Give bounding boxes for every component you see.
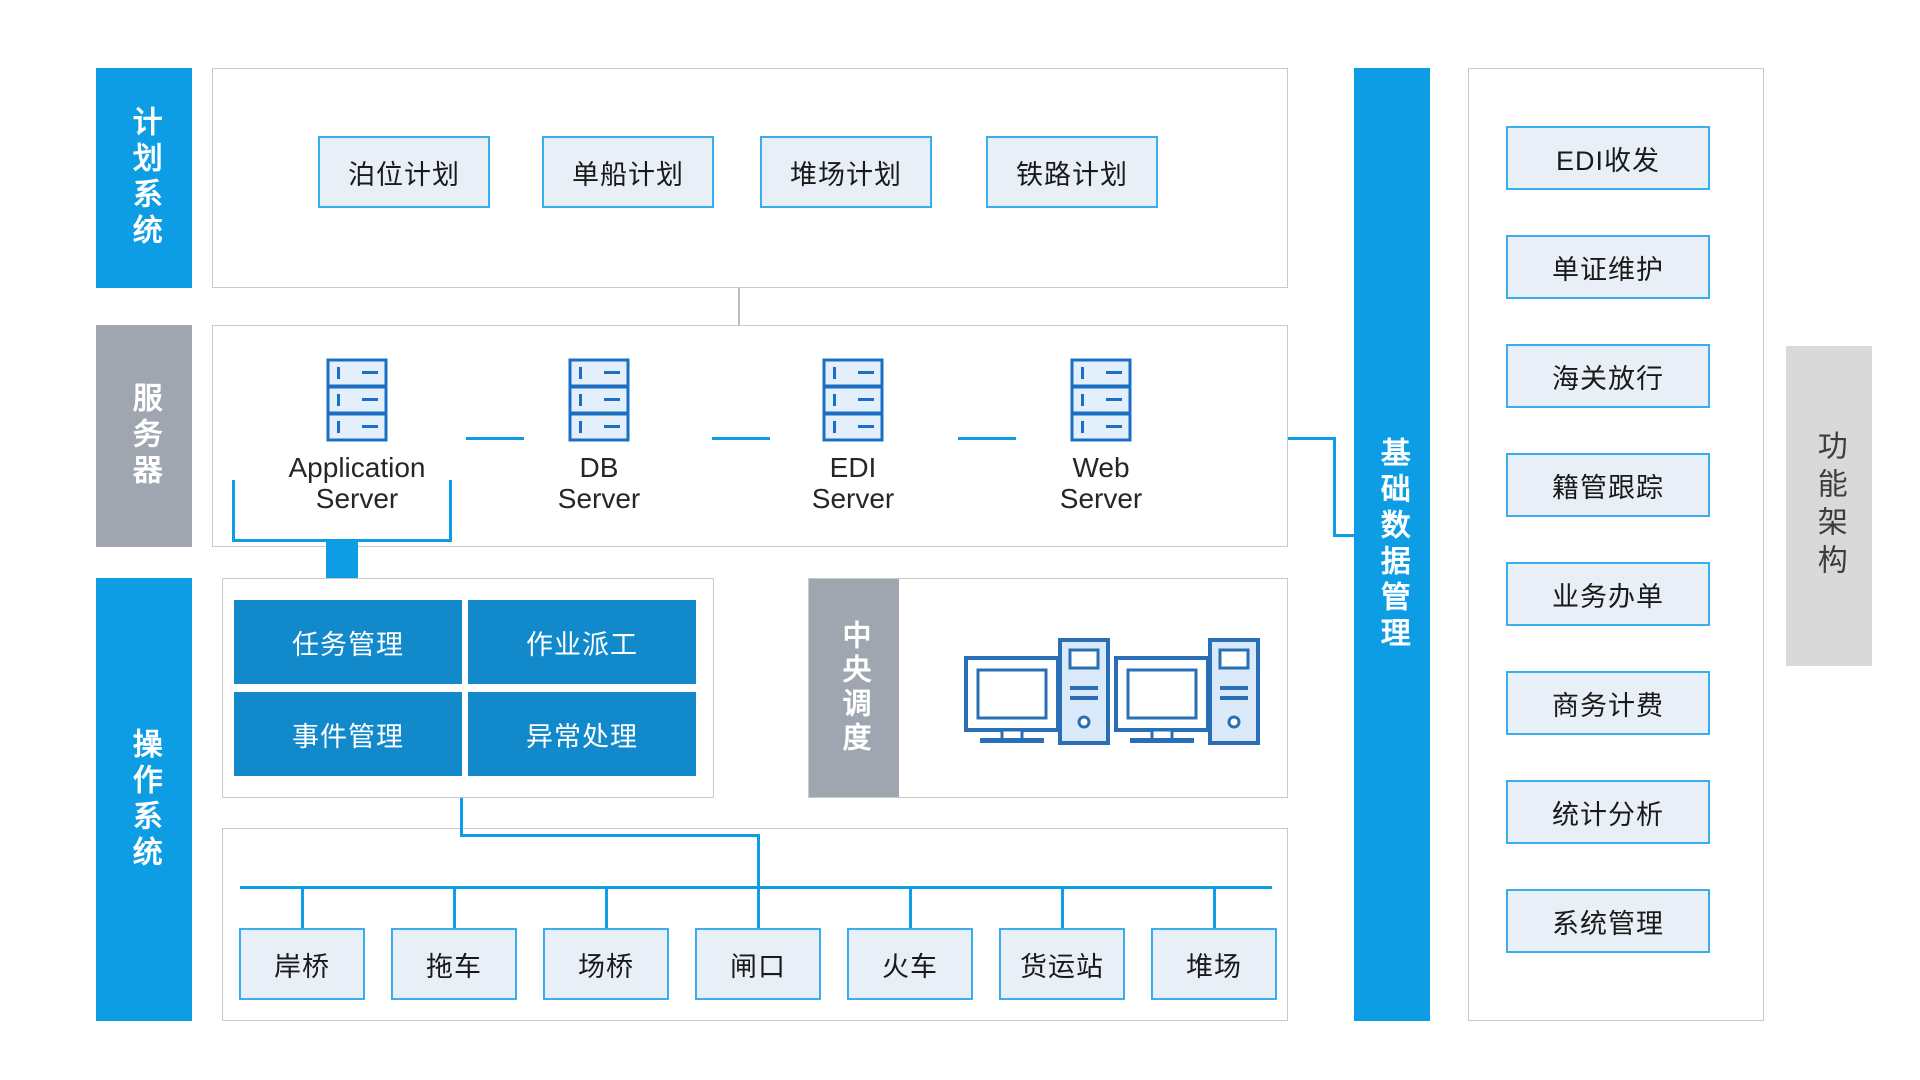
equipment-riser (1061, 886, 1064, 930)
equipment-item-truck[interactable]: 拖车 (391, 928, 517, 1000)
server-rack-icon (326, 358, 388, 442)
equipment-riser (605, 886, 608, 930)
server-label-db: DB Server (557, 452, 641, 515)
planning-item-label: 泊位计划 (348, 159, 460, 190)
connector-edi-to-web (958, 437, 1016, 440)
server-label-edi: EDI Server (811, 452, 895, 515)
server-rack-edi[interactable] (822, 358, 884, 449)
equipment-bus-line (240, 886, 1272, 889)
layer-band-server-label: 服务器 (127, 382, 161, 490)
business-function-order[interactable]: 业务办单 (1506, 562, 1710, 626)
equipment-item-label: 拖车 (426, 951, 482, 982)
planning-item-label: 单船计划 (572, 159, 684, 190)
connector-server-to-basedata-v (1333, 437, 1336, 537)
base-data-management-band: 基础数据管理 (1354, 68, 1430, 1021)
equipment-item-label: 闸口 (730, 951, 786, 982)
server-rack-icon (822, 358, 884, 442)
layer-band-planning-label: 计划系统 (127, 106, 161, 250)
server-rack-icon (568, 358, 630, 442)
desktop-computer-icon (1114, 638, 1260, 745)
workstation-1[interactable] (962, 630, 1114, 751)
server-rack-icon (1070, 358, 1132, 442)
layer-band-planning: 计划系统 (96, 68, 192, 288)
connector-db-to-edi (712, 437, 770, 440)
business-function-statistics[interactable]: 统计分析 (1506, 780, 1710, 844)
central-dispatch-tab: 中央调度 (809, 579, 899, 797)
equipment-item-yard[interactable]: 堆场 (1151, 928, 1277, 1000)
connector-to-equipment-bus (757, 834, 760, 888)
equipment-item-label: 堆场 (1186, 951, 1242, 982)
business-function-label: 统计分析 (1552, 799, 1664, 830)
business-function-label: 单证维护 (1552, 254, 1664, 285)
planning-item-berth[interactable]: 泊位计划 (318, 136, 490, 208)
equipment-item-freight-station[interactable]: 货运站 (999, 928, 1125, 1000)
operation-module-label: 任务管理 (292, 629, 404, 660)
equipment-item-train[interactable]: 火车 (847, 928, 973, 1000)
business-function-edi[interactable]: EDI收发 (1506, 126, 1710, 190)
planning-item-vessel[interactable]: 单船计划 (542, 136, 714, 208)
operation-module-label: 作业派工 (526, 629, 638, 660)
business-function-label: EDI收发 (1555, 145, 1660, 176)
server-rack-db[interactable] (568, 358, 630, 449)
business-function-document[interactable]: 单证维护 (1506, 235, 1710, 299)
equipment-item-yard-crane[interactable]: 场桥 (543, 928, 669, 1000)
connector-planning-to-server (738, 288, 740, 326)
server-label-application: Application Server (288, 452, 426, 515)
equipment-riser (909, 886, 912, 930)
operation-module-dispatch[interactable]: 作业派工 (468, 600, 696, 684)
desktop-computer-icon (964, 638, 1110, 745)
server-rack-web[interactable] (1070, 358, 1132, 449)
diagram-title-band: 功能架构 (1786, 346, 1872, 666)
business-function-label: 籍管跟踪 (1552, 472, 1664, 503)
connector-app-to-db (466, 437, 524, 440)
planning-item-rail[interactable]: 铁路计划 (986, 136, 1158, 208)
business-function-label: 商务计费 (1552, 690, 1664, 721)
business-function-label: 海关放行 (1552, 363, 1664, 394)
layer-band-server: 服务器 (96, 325, 192, 547)
layer-band-operation: 操作系统 (96, 578, 192, 1021)
operation-module-label: 事件管理 (292, 721, 404, 752)
workstation-2[interactable] (1112, 630, 1264, 751)
equipment-item-label: 火车 (882, 951, 938, 982)
equipment-riser (1213, 886, 1216, 930)
equipment-riser (757, 886, 760, 930)
equipment-item-gate[interactable]: 闸口 (695, 928, 821, 1000)
connector-server-to-basedata-h1 (1288, 437, 1336, 440)
server-label-web: Web Server (1059, 452, 1143, 515)
business-function-system[interactable]: 系统管理 (1506, 889, 1710, 953)
bracket-app-left (232, 480, 235, 542)
planning-item-label: 铁路计划 (1016, 159, 1128, 190)
business-function-customs[interactable]: 海关放行 (1506, 344, 1710, 408)
business-functions-panel (1468, 68, 1764, 1021)
base-data-management-label: 基础数据管理 (1375, 436, 1409, 653)
equipment-riser (453, 886, 456, 930)
planning-item-yard[interactable]: 堆场计划 (760, 136, 932, 208)
central-dispatch-label: 中央调度 (838, 620, 870, 756)
bracket-app-right (449, 480, 452, 542)
business-function-label: 业务办单 (1552, 581, 1664, 612)
equipment-item-label: 货运站 (1020, 951, 1104, 982)
equipment-riser (301, 886, 304, 930)
operation-module-task[interactable]: 任务管理 (234, 600, 462, 684)
business-function-billing[interactable]: 商务计费 (1506, 671, 1710, 735)
operation-module-event[interactable]: 事件管理 (234, 692, 462, 776)
equipment-item-label: 岸桥 (274, 951, 330, 982)
planning-item-label: 堆场计划 (790, 159, 902, 190)
operation-module-label: 异常处理 (526, 721, 638, 752)
server-rack-application[interactable] (326, 358, 388, 449)
business-function-label: 系统管理 (1552, 908, 1664, 939)
layer-band-operation-label: 操作系统 (127, 727, 161, 872)
business-function-tracking[interactable]: 籍管跟踪 (1506, 453, 1710, 517)
equipment-item-quay-crane[interactable]: 岸桥 (239, 928, 365, 1000)
connector-server-to-basedata-h2 (1333, 534, 1355, 537)
equipment-item-label: 场桥 (578, 951, 634, 982)
connector-operation-down (460, 798, 463, 836)
operation-module-exception[interactable]: 异常处理 (468, 692, 696, 776)
diagram-title-label: 功能架构 (1812, 430, 1846, 582)
connector-operation-right (460, 834, 760, 837)
